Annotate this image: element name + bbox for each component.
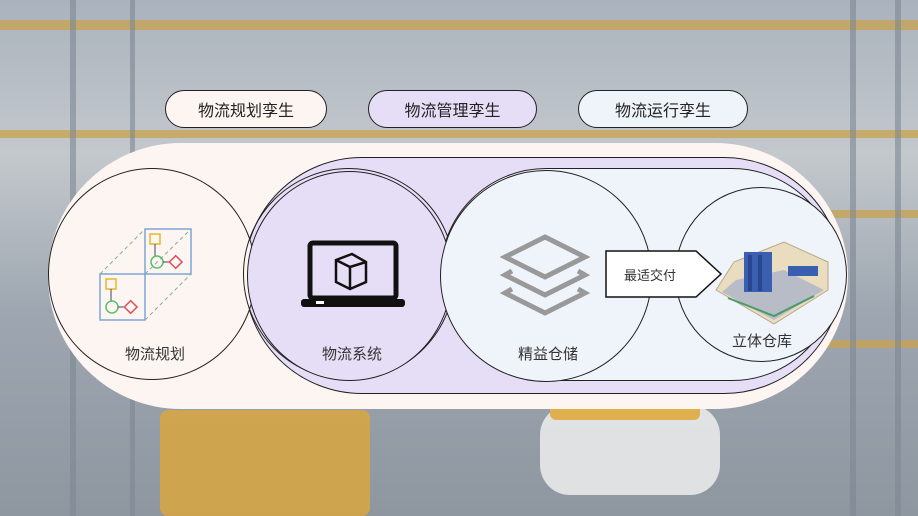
laptop-cube-icon [301, 240, 405, 307]
tab-label: 物流管理孪生 [404, 101, 501, 120]
delivery-arrow: 最适交付 [605, 250, 723, 298]
tab-label: 物流规划孪生 [197, 101, 294, 120]
planning-node-label: 物流规划 [124, 345, 186, 363]
tab-operation-twin[interactable]: 物流运行孪生 [578, 90, 748, 128]
3d-warehouse-icon [715, 241, 829, 325]
tab-planning-twin[interactable]: 物流规划孪生 [165, 90, 327, 128]
warehouse-node-label: 立体仓库 [731, 332, 793, 350]
tab-management-twin[interactable]: 物流管理孪生 [368, 90, 537, 128]
planning-diagram-icon [99, 228, 192, 321]
layers-icon [500, 234, 590, 316]
tab-label: 物流运行孪生 [614, 101, 711, 120]
delivery-arrow-label: 最适交付 [624, 269, 677, 284]
storage-node-label: 精益仓储 [517, 345, 579, 363]
system-node-label: 物流系统 [321, 345, 383, 363]
